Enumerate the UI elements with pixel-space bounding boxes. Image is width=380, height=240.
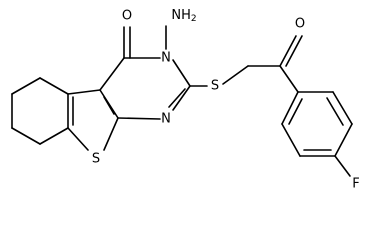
thiophene-sulfur-label: S xyxy=(92,152,100,167)
thioether-sulfur-label: S xyxy=(211,79,219,94)
fluorine-bond xyxy=(334,155,351,177)
ring-carbonyl xyxy=(123,26,131,59)
ketone-oxygen-label: O xyxy=(295,17,305,32)
ring-nitrogen-top-label: N xyxy=(161,51,171,66)
ring-nitrogen-bottom-label: N xyxy=(161,112,171,127)
fluorophenyl-ring xyxy=(281,91,353,157)
cyclohexane-ring xyxy=(11,77,69,145)
ring-carbonyl-oxygen-label: O xyxy=(122,9,132,24)
fluorine-label: F xyxy=(352,177,359,192)
thiophene-ring xyxy=(67,89,119,151)
thioether-chain xyxy=(189,35,303,93)
molecule-structure: NH2 N N O O S S F xyxy=(11,8,360,192)
amino-label: NH2 xyxy=(171,8,196,25)
